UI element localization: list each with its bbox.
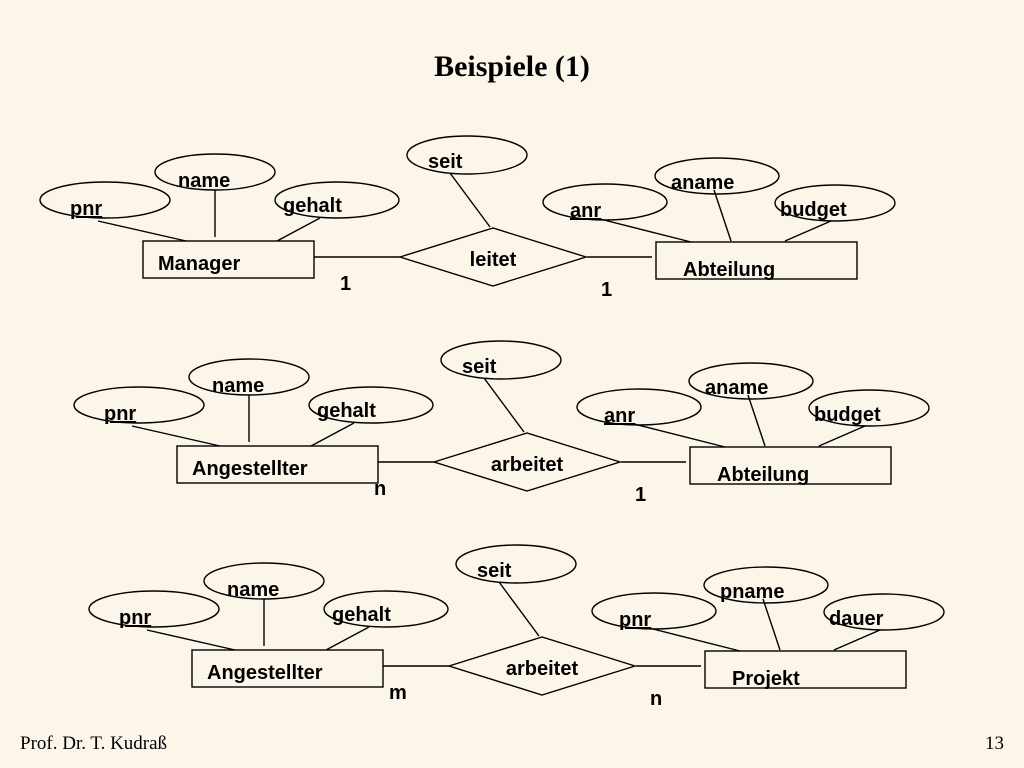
diagram-3-left-attribute-pnr: pnr	[119, 607, 151, 629]
diagram-3-right-attribute-pname: pname	[720, 581, 784, 603]
diagram-3-right-attribute-link-pname	[762, 598, 781, 651]
diagram-1-left-entity-box	[142, 240, 315, 279]
diagram-2-left-entity-box	[176, 445, 379, 484]
diagram-3-left-attribute-ellipse-pnr	[88, 590, 220, 628]
diagram-3-relationship-attribute-link	[498, 581, 540, 637]
diagram-3-relationship-diamond	[446, 636, 638, 696]
diagram-1-left-attribute-pnr: pnr	[70, 198, 102, 220]
diagram-1-right-entity-box	[655, 241, 858, 280]
diagram-2-relationship-attribute-ellipse	[440, 340, 562, 380]
diagram-3-relationship-attribute-ellipse	[455, 544, 577, 584]
diagram-1-right-attribute-ellipse-anr	[542, 183, 668, 221]
diagram-2-left-attribute-pnr: pnr	[104, 403, 136, 425]
diagram-1-relationship-attribute-link	[449, 172, 491, 228]
diagram-3-right-attribute-pnr: pnr	[619, 609, 651, 631]
diagram-1-right-attribute-anr: anr	[570, 200, 601, 222]
diagram-2-relationship-attribute-label: seit	[462, 356, 497, 378]
diagram-2-left-attribute-ellipse-pnr	[73, 386, 205, 424]
diagram-1-relationship-diamond	[397, 227, 589, 287]
footer-author: Prof. Dr. T. Kudraß	[20, 733, 168, 754]
diagram-2-right-attribute-budget: budget	[814, 404, 881, 426]
diagram-2-left-entity-name: Angestellter	[192, 458, 308, 480]
diagram-1-left-attribute-gehalt: gehalt	[283, 195, 342, 217]
diagram-1-right-attribute-ellipse-budget	[774, 184, 896, 222]
diagram-2-left-attribute-link-gehalt	[310, 422, 355, 447]
diagram-3-right-attribute-dauer: dauer	[829, 608, 884, 630]
diagram-3-left-attribute-ellipse-gehalt	[323, 590, 449, 628]
diagram-2-right-attribute-anr: anr	[604, 405, 635, 427]
diagram-3-left-attribute-name: name	[227, 579, 279, 601]
diagram-2-right-entity-name: Abteilung	[717, 464, 809, 486]
diagram-2-right-cardinality: 1	[635, 484, 646, 506]
diagram-3-right-entity-name: Projekt	[732, 668, 800, 690]
diagram-3-left-entity-box	[191, 649, 384, 688]
diagram-3-left-attribute-link-gehalt	[325, 626, 370, 651]
diagram-1-relationship-attribute-label: seit	[428, 151, 463, 173]
diagram-3-right-entity-box	[704, 650, 907, 689]
diagram-2-left-cardinality: n	[374, 478, 386, 500]
diagram-3-right-attribute-ellipse-pname	[703, 566, 829, 604]
diagram-2-relationship-diamond	[431, 432, 623, 492]
diagram-3-left-attribute-ellipse-name	[203, 562, 325, 600]
diagram-3-relationship-attribute-label: seit	[477, 560, 512, 582]
diagram-1-left-entity-name: Manager	[158, 253, 240, 275]
diagram-1-left-attribute-ellipse-name	[154, 153, 276, 191]
diagram-3-right-attribute-link-pnr	[648, 627, 741, 652]
diagram-1-right-attribute-budget: budget	[780, 199, 847, 221]
diagram-2-right-attribute-ellipse-anr	[576, 388, 702, 426]
diagram-2-right-attribute-link-anr	[633, 423, 726, 448]
diagram-1-left-attribute-ellipse-pnr	[39, 181, 171, 219]
diagram-3-right-cardinality: n	[650, 688, 662, 710]
diagram-3-relationship-name: arbeitet	[506, 658, 579, 680]
diagram-3-right-attribute-ellipse-pnr	[591, 592, 717, 630]
slide-title: Beispiele (1)	[434, 50, 590, 83]
diagram-2-right-attribute-link-budget	[818, 425, 866, 447]
diagram-1-right-cardinality: 1	[601, 279, 612, 301]
diagram-2-right-attribute-aname: aname	[705, 377, 768, 399]
diagram-1-relationship-name: leitet	[470, 249, 517, 271]
diagram-1-left-attribute-ellipse-gehalt	[274, 181, 400, 219]
page-number: 13	[985, 733, 1004, 754]
diagram-2-right-attribute-ellipse-budget	[808, 389, 930, 427]
diagram-3-left-cardinality: m	[389, 682, 407, 704]
diagram-1-left-attribute-name: name	[178, 170, 230, 192]
diagram-1-right-attribute-link-anr	[599, 218, 692, 243]
diagram-1-left-attribute-link-gehalt	[276, 217, 321, 242]
diagram-2-relationship-name: arbeitet	[491, 454, 564, 476]
diagram-2-left-attribute-link-pnr	[131, 425, 221, 447]
diagram-2-left-attribute-ellipse-gehalt	[308, 386, 434, 424]
diagram-2-left-attribute-ellipse-name	[188, 358, 310, 396]
diagram-1-right-attribute-link-budget	[784, 220, 832, 242]
diagram-2-relationship-attribute-link	[483, 377, 525, 433]
diagram-1-left-cardinality: 1	[340, 273, 351, 295]
diagram-1-right-attribute-link-aname	[713, 189, 732, 242]
diagram-2-left-attribute-gehalt: gehalt	[317, 400, 376, 422]
diagram-1-right-attribute-aname: aname	[671, 172, 734, 194]
diagram-1-left-attribute-link-pnr	[97, 220, 187, 242]
diagram-3-left-attribute-gehalt: gehalt	[332, 604, 391, 626]
diagram-2-left-attribute-name: name	[212, 375, 264, 397]
diagram-3-left-attribute-link-pnr	[146, 629, 236, 651]
diagram-1-right-entity-name: Abteilung	[683, 259, 775, 281]
diagram-2-right-attribute-ellipse-aname	[688, 362, 814, 400]
diagram-3-right-attribute-link-dauer	[833, 629, 881, 651]
diagram-3-left-entity-name: Angestellter	[207, 662, 323, 684]
diagram-3-right-attribute-ellipse-dauer	[823, 593, 945, 631]
diagram-2-right-entity-box	[689, 446, 892, 485]
diagram-1-right-attribute-ellipse-aname	[654, 157, 780, 195]
diagram-1-relationship-attribute-ellipse	[406, 135, 528, 175]
diagram-2-right-attribute-link-aname	[747, 394, 766, 447]
